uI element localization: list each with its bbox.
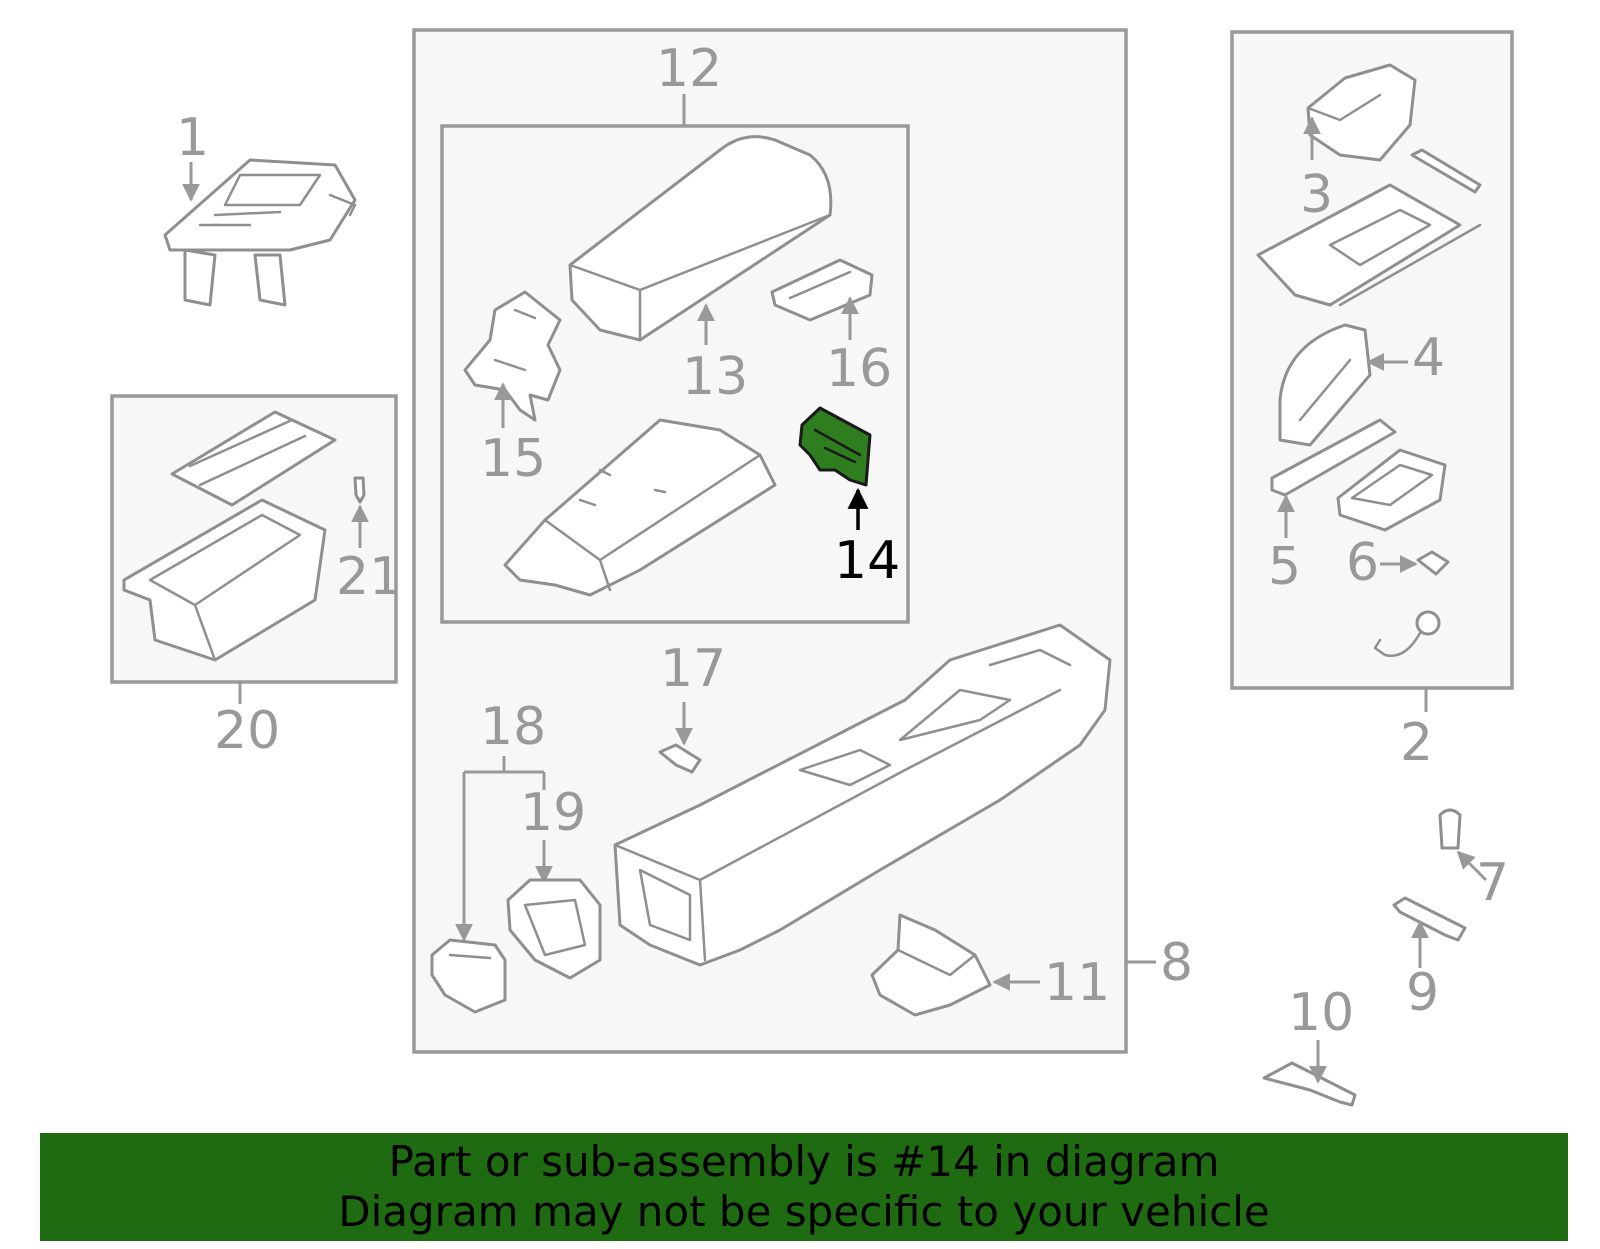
part-console-lower-housing[interactable] [503,418,777,597]
callout-2: 2 [1400,713,1433,773]
part-11-bracket[interactable] [870,913,992,1017]
part-6-switch[interactable] [1416,550,1450,576]
part-shift-plate[interactable] [1256,183,1482,307]
part-4-cover[interactable] [1278,323,1372,447]
callout-20: 20 [214,701,280,761]
callout-5: 5 [1268,537,1301,597]
part-19-boot-trim[interactable] [506,878,602,980]
part-21-clip[interactable] [353,476,366,504]
callout-12: 12 [656,39,722,99]
part-lamp-harness[interactable] [1373,610,1441,657]
banner-line-part: Part or sub-assembly is #14 in diagram [388,1137,1220,1186]
callout-9: 9 [1406,963,1439,1023]
callout-18: 18 [480,697,546,757]
parts-diagram: 1 12 13 16 15 14 [110,28,1514,1107]
part-tray[interactable] [1336,448,1447,532]
callout-10: 10 [1288,983,1354,1043]
callout-1: 1 [176,108,209,168]
part-console-body[interactable] [613,623,1112,967]
callout-8: 8 [1160,933,1193,993]
part-strip-upper[interactable] [1410,148,1482,194]
callout-6: 6 [1346,533,1379,593]
part-13-armrest-lid[interactable] [568,135,833,342]
part-20-storage-bin[interactable] [122,410,337,662]
part-15-bracket[interactable] [463,290,562,422]
callout-15: 15 [480,429,546,489]
part-16-pad[interactable] [770,258,874,322]
callout-21: 21 [336,547,402,607]
part-3-bezel[interactable] [1306,63,1417,162]
callout-7: 7 [1476,853,1509,913]
part-7-plug[interactable] [1438,808,1462,850]
banner-line-disclaimer: Diagram may not be specific to your vehi… [338,1187,1270,1236]
leader-7 [1456,850,1488,882]
callout-4: 4 [1412,328,1445,388]
callout-13: 13 [682,347,748,407]
callout-17: 17 [660,639,726,699]
leader-18 [462,756,546,936]
callout-19: 19 [520,783,586,843]
part-5-trim-strip[interactable] [1270,418,1397,497]
part-14-highlighted[interactable] [798,406,872,487]
callout-16: 16 [826,339,892,399]
callout-11: 11 [1044,953,1110,1013]
callout-3: 3 [1300,165,1333,225]
callout-14: 14 [834,531,900,591]
part-17-clip[interactable] [658,743,702,774]
info-banner: Part or sub-assembly is #14 in diagram D… [40,1133,1568,1241]
part-18-boot[interactable] [430,938,507,1014]
part-10-plate[interactable] [1262,1061,1357,1107]
part-1-shift-indicator[interactable] [163,158,357,307]
part-9-bracket[interactable] [1392,896,1467,942]
